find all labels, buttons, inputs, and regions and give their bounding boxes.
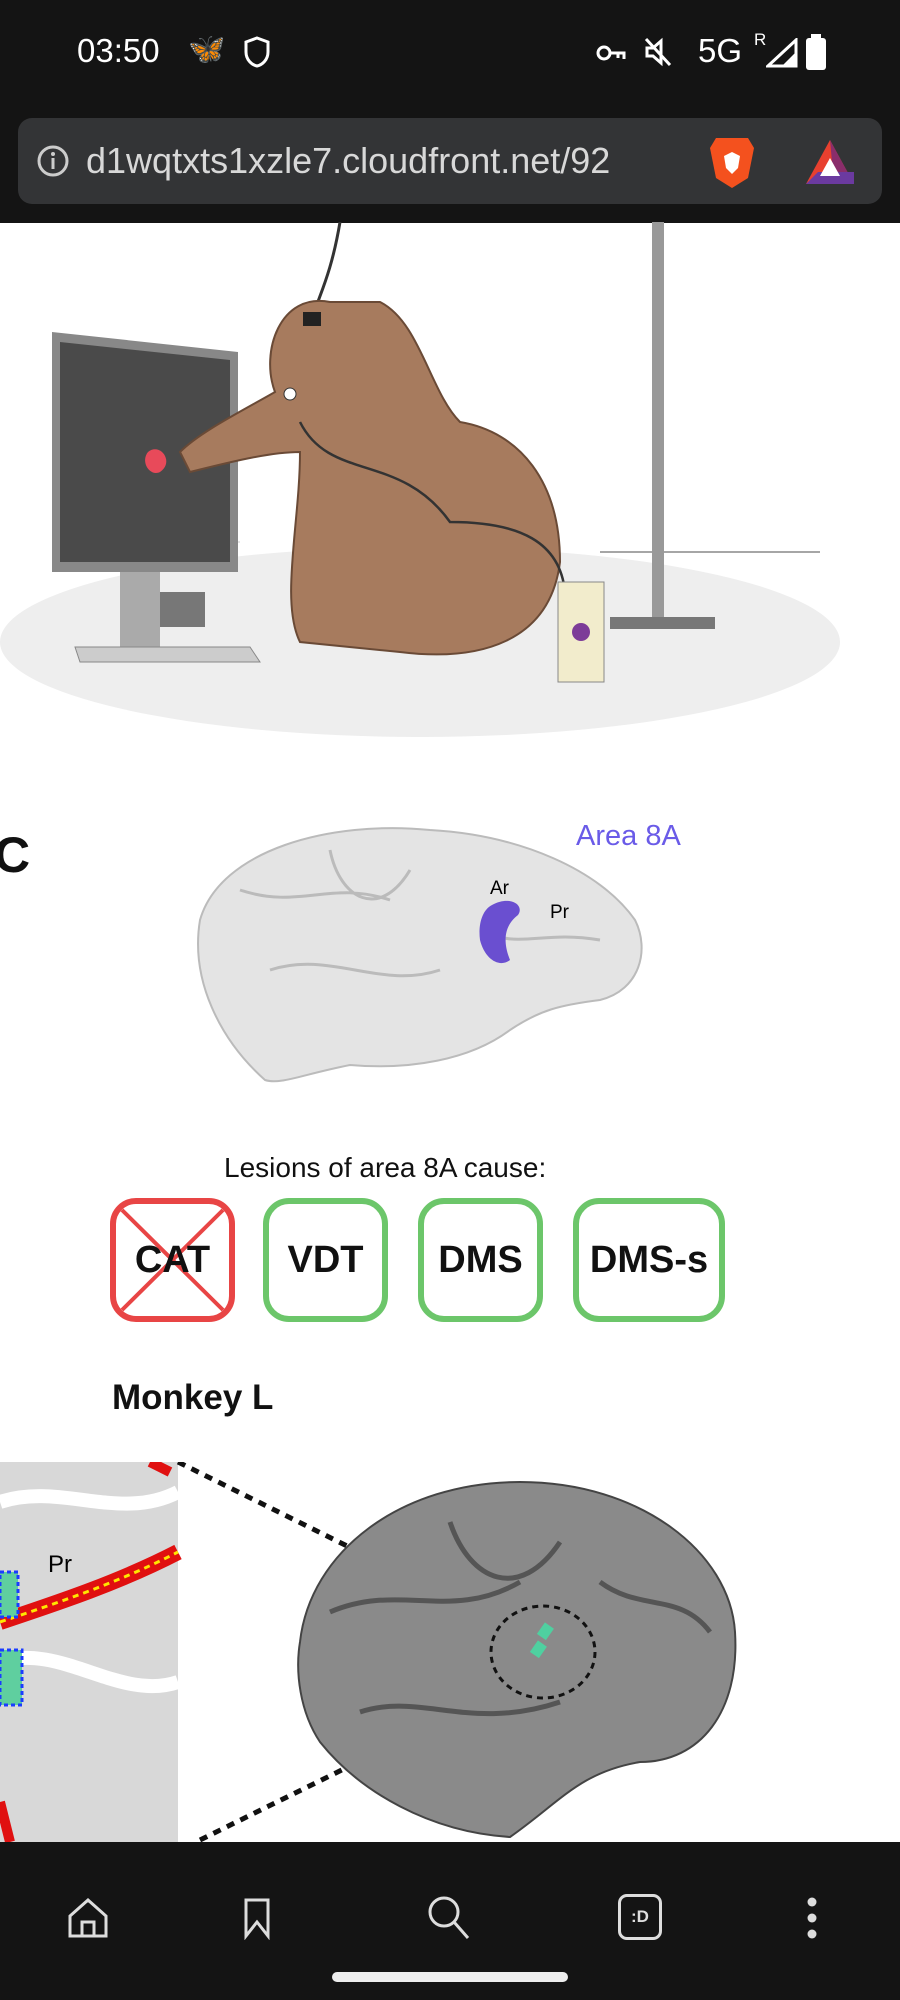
shield-icon [244, 36, 270, 68]
browser-toolbar: d1wqtxts1xzle7.cloudfront.net/92 [0, 118, 900, 223]
roaming-indicator: R [754, 30, 767, 49]
address-bar[interactable]: d1wqtxts1xzle7.cloudfront.net/92 [18, 118, 882, 204]
cross-icon [120, 1208, 225, 1312]
task-box-cat: CAT [110, 1198, 235, 1322]
signal-icon [766, 38, 798, 68]
area-8a-label: Area 8A [576, 820, 681, 852]
inset-pr-label: Pr [48, 1551, 72, 1578]
tabs-button[interactable]: :D [618, 1894, 662, 1940]
gesture-handle[interactable] [332, 1972, 568, 1982]
task-box-dms-s: DMS-s [573, 1198, 725, 1322]
task-label: VDT [287, 1238, 364, 1281]
mute-icon [644, 37, 672, 67]
monkey-task-illustration [0, 222, 840, 737]
brain-lesion-detail: Pr [0, 1462, 737, 1842]
panel-letter: C [0, 827, 31, 883]
site-info-icon[interactable] [36, 144, 70, 178]
vpn-key-icon [596, 45, 626, 61]
status-bar: 03:50 🦋 5G R [0, 0, 900, 118]
bottom-navigation: :D [0, 1842, 900, 2000]
task-label: DMS-s [589, 1238, 709, 1281]
network-type: 5G [698, 32, 743, 69]
butterfly-icon: 🦋 [188, 33, 226, 66]
battery-icon [806, 34, 826, 70]
url-text[interactable]: d1wqtxts1xzle7.cloudfront.net/92 [86, 140, 611, 181]
brain-lateral-view: Ar Pr [197, 827, 643, 1083]
search-icon[interactable] [426, 1894, 472, 1940]
task-box-vdt: VDT [263, 1198, 388, 1322]
monkey-label: Monkey L [112, 1378, 274, 1417]
lesion-caption: Lesions of area 8A cause: [224, 1152, 547, 1183]
bookmark-icon[interactable] [242, 1896, 272, 1940]
task-label: CAT [134, 1238, 211, 1281]
home-icon[interactable] [66, 1896, 110, 1940]
sulcus-ar-label: Ar [490, 878, 510, 899]
brave-shields-icon[interactable] [708, 134, 756, 190]
more-menu-icon[interactable] [802, 1896, 822, 1940]
task-box-dms: DMS [418, 1198, 543, 1322]
brave-rewards-icon[interactable] [804, 138, 856, 186]
sulcus-pr-label: Pr [550, 902, 570, 923]
clock: 03:50 [77, 32, 160, 69]
task-label: DMS [438, 1238, 523, 1281]
